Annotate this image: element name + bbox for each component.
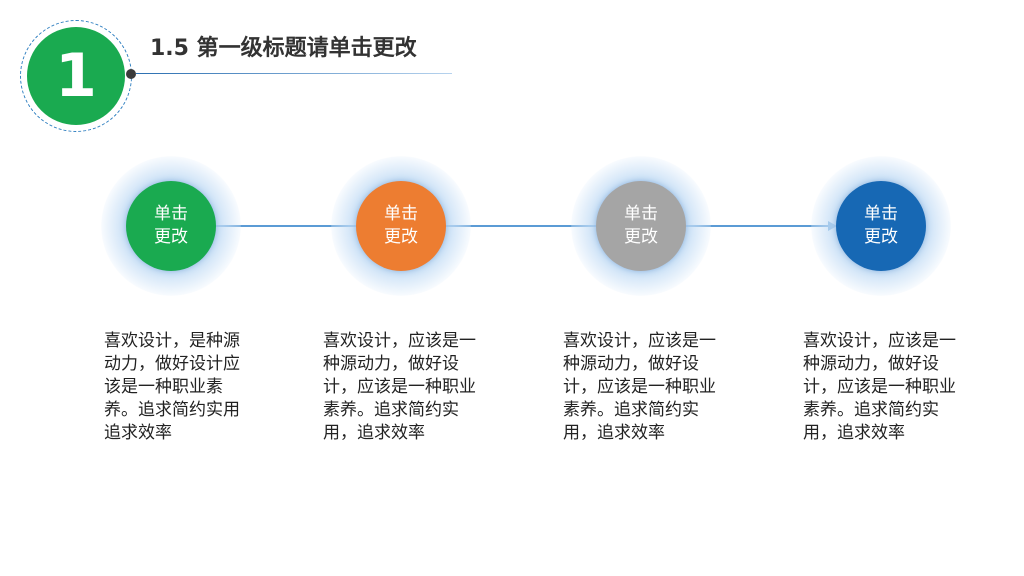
- step-description-3[interactable]: 喜欢设计，应该是一种源动力，做好设计，应该是一种职业素养。追求简约实用，追求效率: [563, 331, 716, 443]
- step-label-1[interactable]: 单击更改: [154, 204, 188, 247]
- step-description-1[interactable]: 喜欢设计，是种源动力，做好设计应该是一种职业素养。追求简约实用追求效率: [104, 331, 240, 443]
- step-label-2[interactable]: 单击更改: [384, 204, 418, 247]
- step-node-2[interactable]: 单击更改: [331, 156, 471, 296]
- step-node-1[interactable]: 单击更改: [101, 156, 241, 296]
- page-title[interactable]: 1.5 第一级标题请单击更改: [150, 36, 417, 61]
- step-description-2[interactable]: 喜欢设计，应该是一种源动力，做好设计，应该是一种职业素养。追求简约实用，追求效率: [323, 331, 476, 443]
- step-label-4[interactable]: 单击更改: [864, 204, 898, 247]
- step-node-3[interactable]: 单击更改: [571, 156, 711, 296]
- title-underline: [136, 73, 452, 74]
- step-node-4[interactable]: 单击更改: [811, 156, 951, 296]
- step-circle-1[interactable]: 单击更改: [126, 181, 216, 271]
- step-description-4[interactable]: 喜欢设计，应该是一种源动力，做好设计，应该是一种职业素养。追求简约实用，追求效率: [803, 331, 956, 443]
- section-number-badge: 1: [27, 27, 125, 125]
- badge-connector-dot: [126, 69, 136, 79]
- step-circle-4[interactable]: 单击更改: [836, 181, 926, 271]
- timeline-connector: [170, 225, 830, 227]
- step-circle-3[interactable]: 单击更改: [596, 181, 686, 271]
- step-circle-2[interactable]: 单击更改: [356, 181, 446, 271]
- step-label-3[interactable]: 单击更改: [624, 204, 658, 247]
